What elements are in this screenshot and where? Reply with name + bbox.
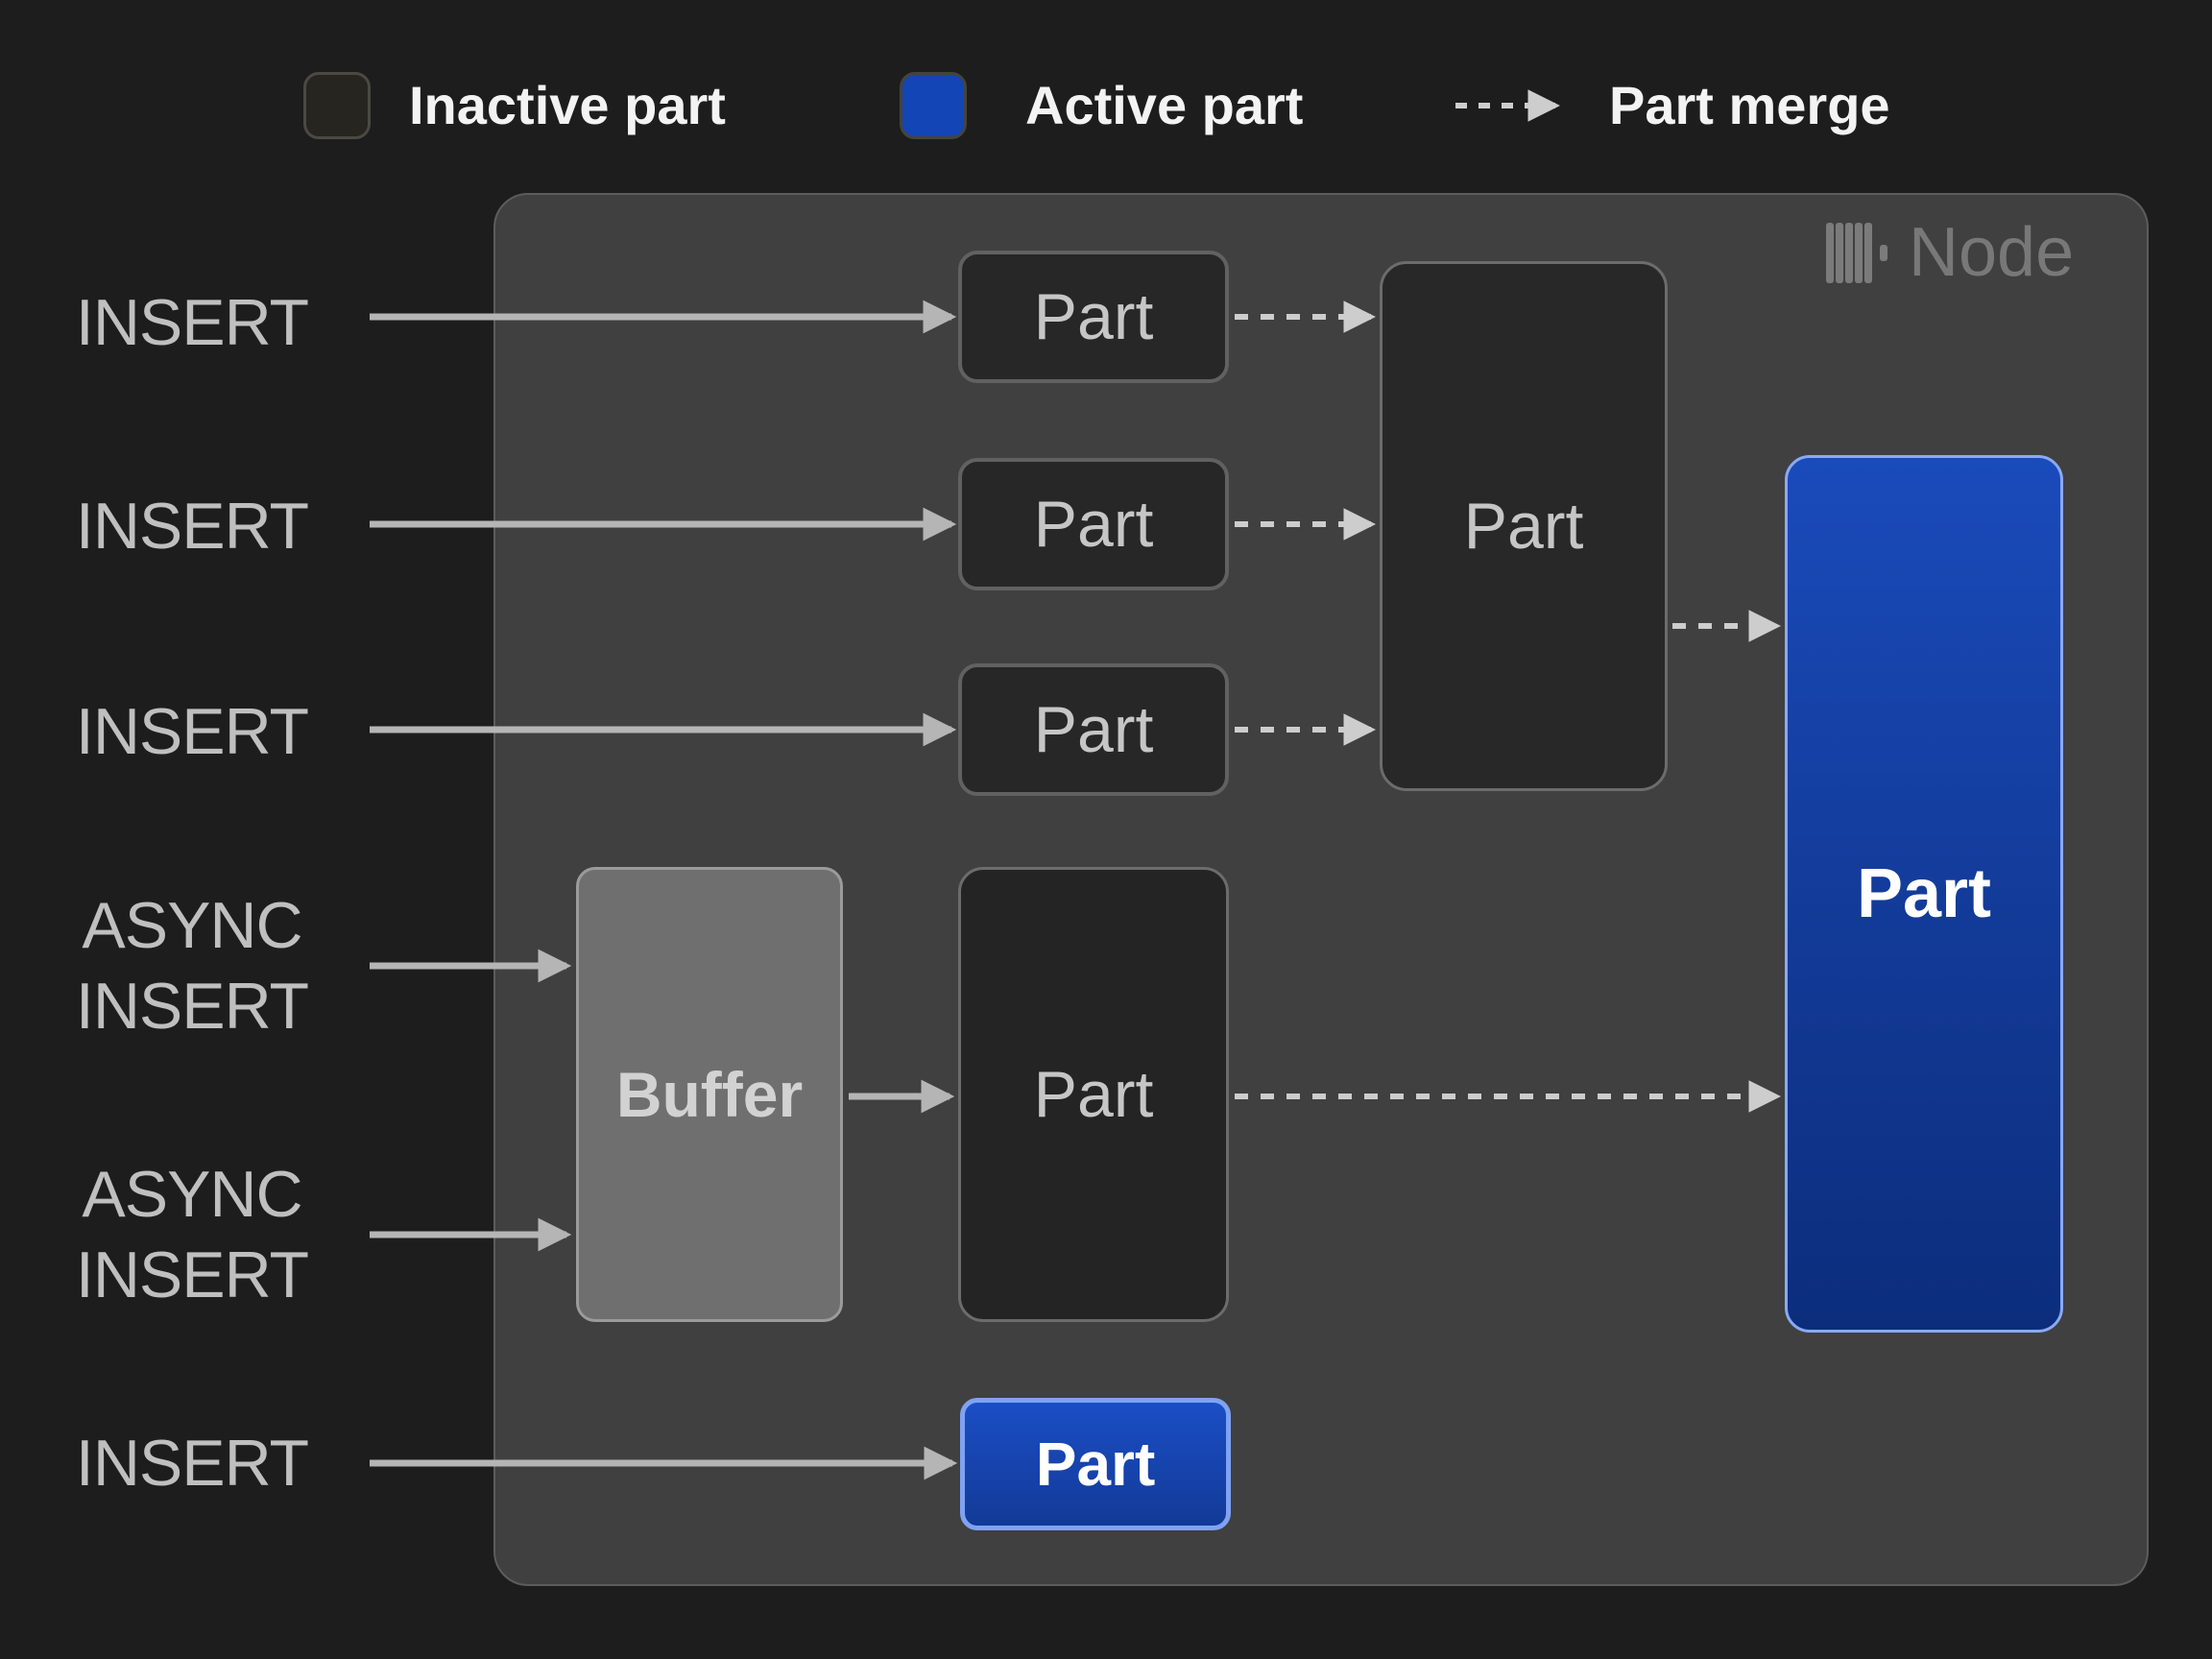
insert-label-1: INSERT — [75, 286, 309, 359]
legend-inactive-label: Inactive part — [409, 75, 726, 135]
buffer-label: Buffer — [615, 1059, 804, 1130]
part-box-3-label: Part — [1033, 693, 1154, 766]
insert-label-3: INSERT — [75, 695, 309, 768]
part-box-2-label: Part — [1033, 488, 1154, 561]
merged-part-box: Part — [1380, 261, 1668, 791]
buffer-box: Buffer — [576, 867, 843, 1322]
async-insert-label-1-line1: ASYNC — [82, 889, 302, 962]
legend-merge-label: Part merge — [1609, 75, 1890, 135]
insert-label-4: INSERT — [75, 1427, 309, 1500]
new-part-box: Part — [960, 1398, 1231, 1530]
async-insert-label-1-line2: INSERT — [75, 970, 309, 1043]
merged-part-label: Part — [1463, 490, 1584, 563]
insert-label-2: INSERT — [75, 490, 309, 563]
legend-active-label: Active part — [1025, 75, 1304, 135]
inactive-part-swatch-icon — [303, 72, 371, 139]
async-insert-label-1: ASYNC INSERT — [38, 885, 346, 1046]
buffered-part-box: Part — [958, 867, 1229, 1322]
node-header: Node — [1826, 216, 2074, 289]
async-insert-label-2-line1: ASYNC — [82, 1158, 302, 1231]
part-box-2: Part — [958, 458, 1229, 590]
node-title: Node — [1909, 214, 2075, 291]
active-part-label: Part — [1856, 855, 1992, 932]
active-part-box: Part — [1785, 455, 2063, 1333]
async-insert-label-2: ASYNC INSERT — [38, 1154, 346, 1315]
active-part-swatch-icon — [900, 72, 967, 139]
part-box-1: Part — [958, 251, 1229, 383]
part-box-1-label: Part — [1033, 280, 1154, 353]
clickhouse-bars-icon — [1826, 222, 1887, 283]
new-part-label: Part — [1035, 1430, 1156, 1499]
async-insert-label-2-line2: INSERT — [75, 1238, 309, 1311]
part-box-3: Part — [958, 663, 1229, 796]
buffered-part-label: Part — [1033, 1058, 1154, 1131]
